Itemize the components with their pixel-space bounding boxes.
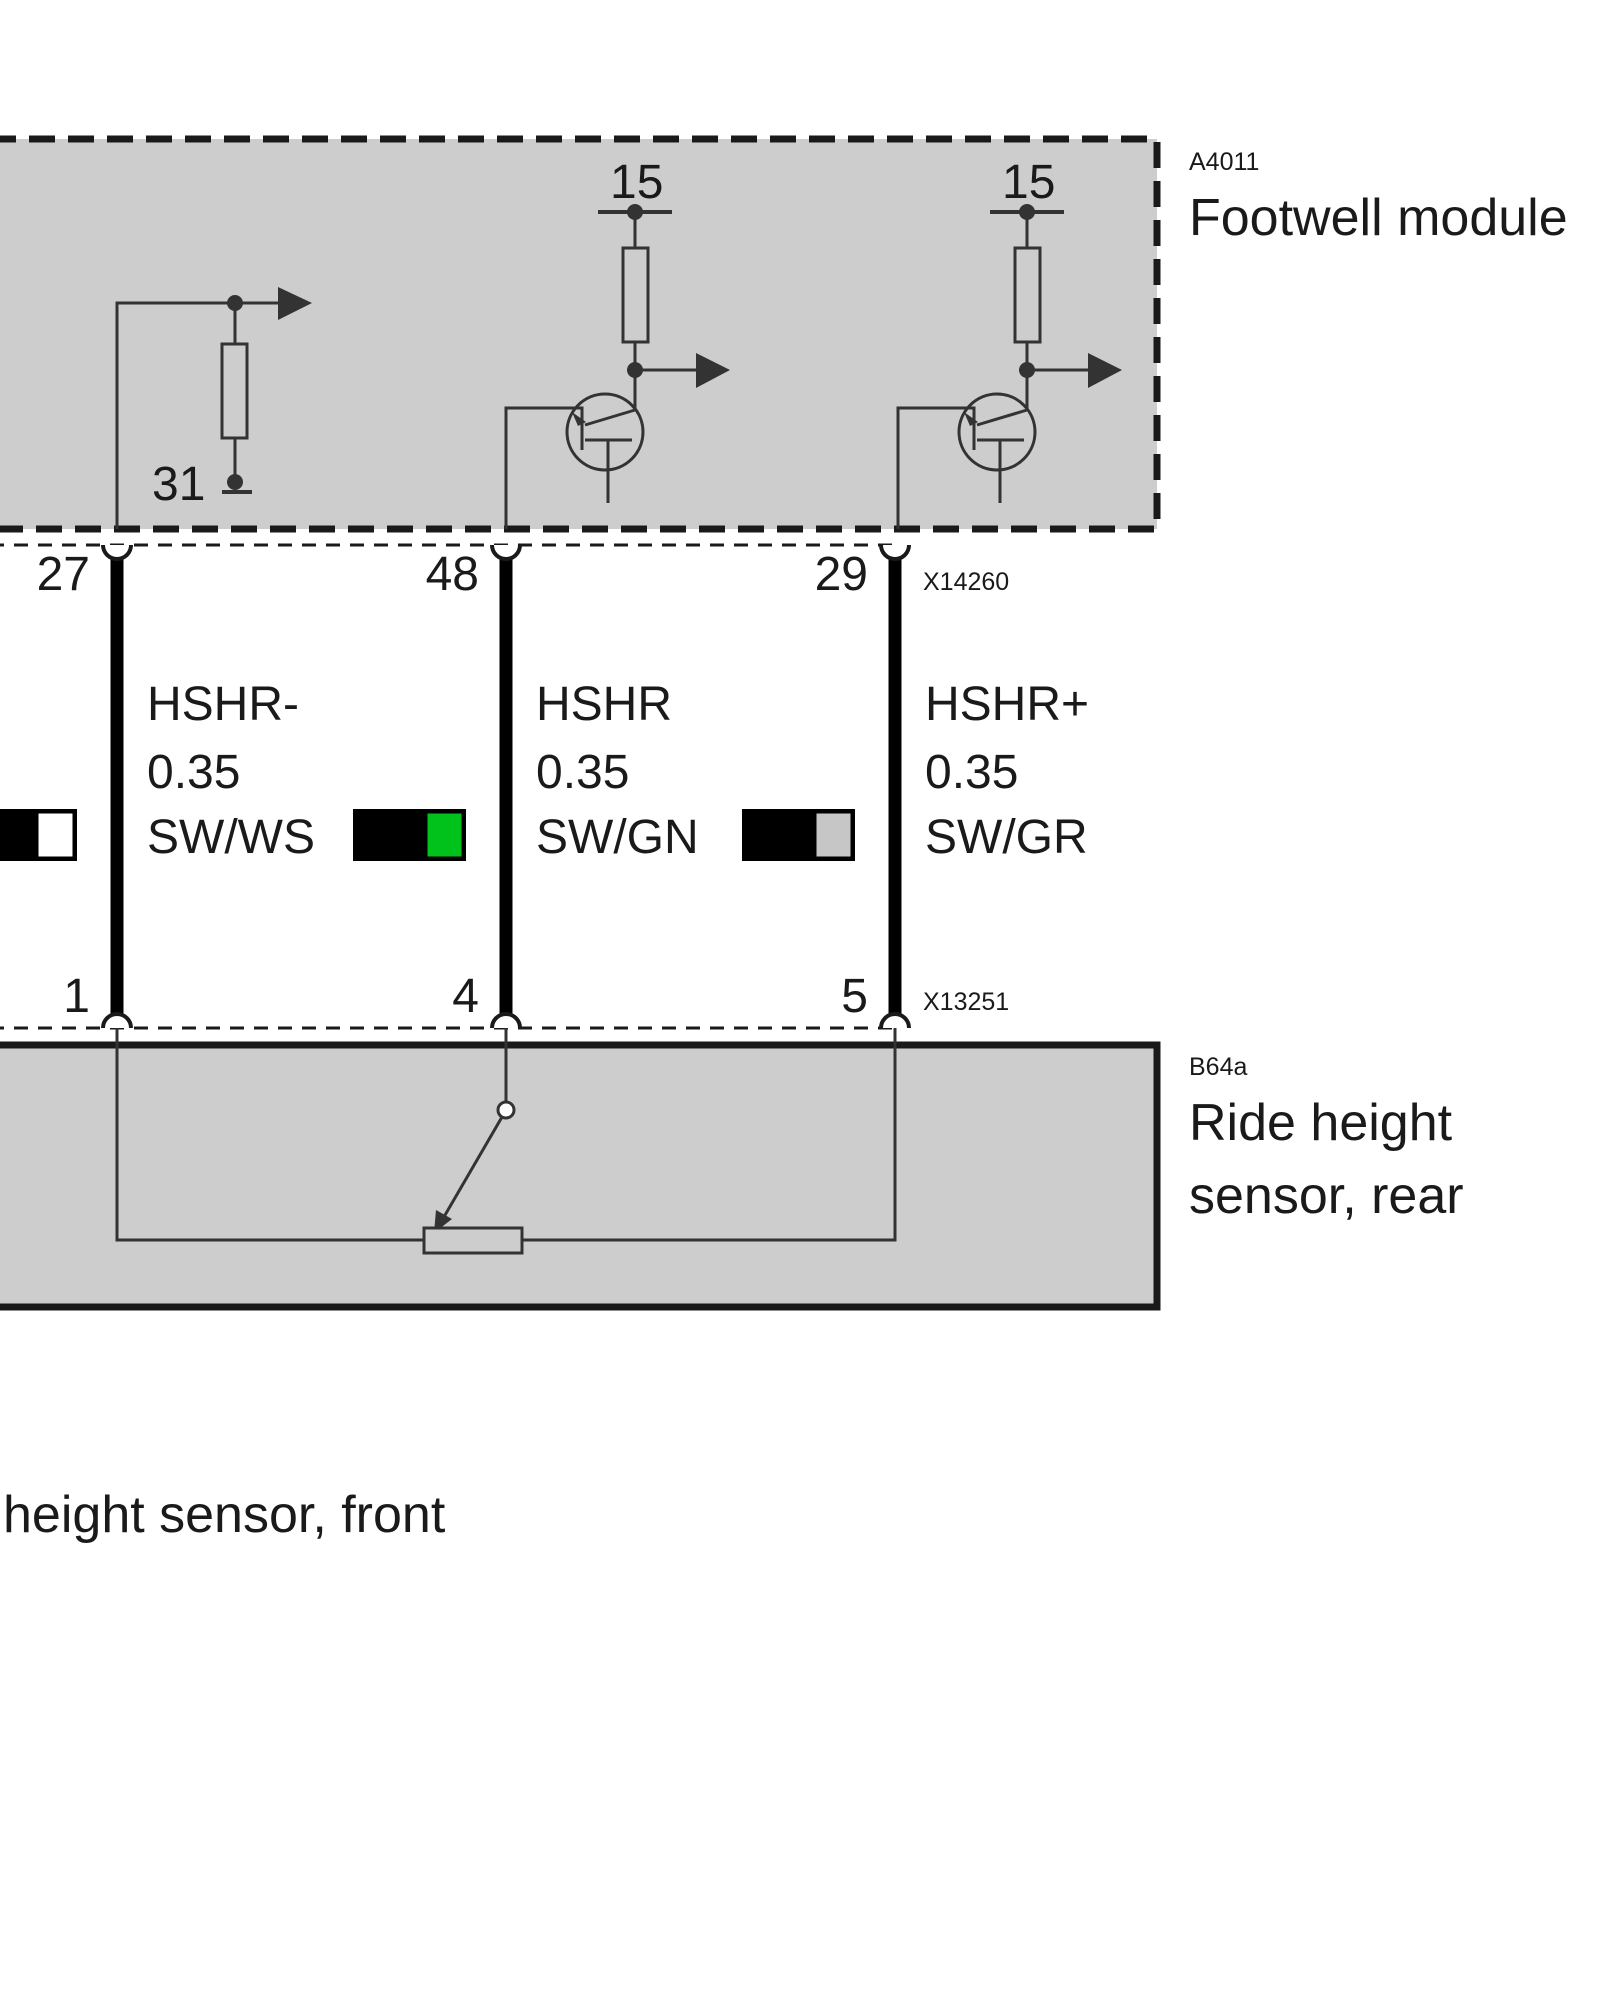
- wire-signal-1: HSHR-: [147, 678, 299, 731]
- transistor-icon-2: [957, 392, 1037, 472]
- wire-color-code-3: SW/GR: [925, 811, 1088, 864]
- transistor-collector-2: [976, 408, 1028, 427]
- top-pin-number-1: 27: [37, 548, 90, 601]
- wire-color-code-1: SW/WS: [147, 811, 315, 864]
- connector-top-label: X14260: [923, 568, 1009, 596]
- arrow-icon: [1088, 353, 1122, 388]
- node-dot: [1019, 204, 1035, 220]
- node-dot: [227, 295, 243, 311]
- node-dot: [627, 362, 643, 378]
- wiper-pivot: [496, 1100, 516, 1120]
- ride-height-sensor: [0, 1028, 1161, 1311]
- transistor-icon-1: [565, 392, 645, 472]
- potentiometer-resistor: [422, 1226, 524, 1255]
- wire-swatch-stripe-1: [35, 810, 76, 860]
- supply-terminal-label-1: 15: [610, 156, 663, 209]
- wire-swatch-stripe-3: [813, 810, 854, 860]
- bottom-pin-number-1: 1: [63, 970, 90, 1023]
- bottom-pin-number-3: 5: [841, 970, 868, 1023]
- pin-socket-bottom-2: [490, 1012, 522, 1029]
- arrow-icon: [696, 353, 730, 388]
- transistor-collector-1: [584, 408, 636, 427]
- pin-socket-bottom-3: [879, 1012, 911, 1029]
- sensor-code: B64a: [1189, 1053, 1247, 1081]
- node-dot: [627, 204, 643, 220]
- pullup-resistor-2: [1013, 246, 1042, 344]
- wire-color-code-2: SW/GN: [536, 811, 699, 864]
- footer-caption: height sensor, front: [3, 1486, 446, 1544]
- top-pin-number-3: 29: [815, 548, 868, 601]
- pin-socket-bottom-1: [101, 1012, 133, 1029]
- sensor-name-line1: Ride height: [1189, 1094, 1453, 1152]
- ground-terminal-label: 31: [152, 458, 205, 511]
- sensor-name-line2: sensor, rear: [1189, 1167, 1464, 1225]
- wire-signal-2: HSHR: [536, 678, 672, 731]
- wire-gauge-1: 0.35: [147, 746, 240, 799]
- wire-signal-3: HSHR+: [925, 678, 1089, 731]
- top-pin-number-2: 48: [426, 548, 479, 601]
- pin-socket-top-3: [879, 544, 911, 561]
- pin-socket-top-1: [101, 544, 133, 561]
- pullup-resistor-1: [621, 246, 650, 344]
- footwell-module-name: Footwell module: [1189, 189, 1568, 247]
- pin48-internal-line: [504, 406, 584, 529]
- wire-swatch-stripe-2: [424, 810, 465, 860]
- ground-node-dot: [227, 474, 243, 490]
- footwell-module-box: [0, 139, 1157, 529]
- pulldown-resistor: [220, 342, 249, 440]
- footwell-module: [0, 135, 1161, 533]
- wire-gauge-2: 0.35: [536, 746, 629, 799]
- supply-terminal-label-2: 15: [1002, 156, 1055, 209]
- sensor-box: [0, 1041, 1161, 1311]
- transistor-stage-1: 15: [504, 156, 730, 529]
- transistor-stage-2: 15: [896, 156, 1122, 529]
- pin-socket-top-2: [490, 544, 522, 561]
- bottom-pin-number-2: 4: [452, 970, 479, 1023]
- connector-bottom-label: X13251: [923, 988, 1009, 1016]
- arrow-icon: [278, 287, 312, 320]
- pin27-internal-line: [115, 301, 280, 529]
- node-dot: [1019, 362, 1035, 378]
- wire-gauge-3: 0.35: [925, 746, 1018, 799]
- wiper-arm: [439, 1116, 504, 1223]
- pin29-internal-line: [896, 406, 976, 529]
- footwell-module-code: A4011: [1189, 148, 1259, 176]
